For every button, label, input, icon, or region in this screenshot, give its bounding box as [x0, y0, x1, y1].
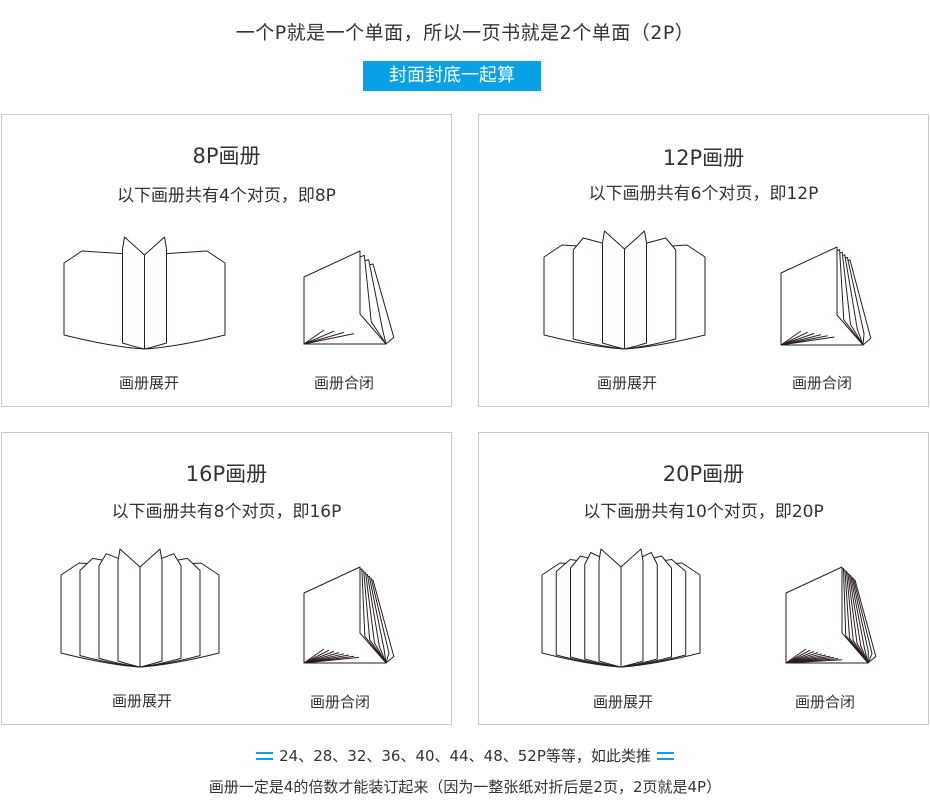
- panel-title: 16P画册: [185, 462, 268, 486]
- page-edge: [780, 336, 835, 346]
- book-page: [624, 230, 647, 350]
- page-edge: [303, 333, 355, 345]
- panel-title: 8P画册: [192, 144, 261, 168]
- closed-book-illustration: [780, 246, 872, 346]
- book-page: [303, 250, 387, 345]
- headline: 一个P就是一个单面，所以一页书就是2个单面（2P）: [235, 22, 695, 44]
- open-book-caption: 画册展开: [596, 374, 657, 392]
- open-book-caption: 画册展开: [111, 692, 172, 710]
- open-book-caption: 画册展开: [592, 693, 653, 711]
- double-dash-icon: [256, 752, 274, 761]
- double-dash-icon: [656, 752, 674, 761]
- panel-subtitle: 以下画册共有6个对页，即12P: [588, 184, 819, 204]
- panel-16p: 16P画册 以下画册共有8个对页，即16P 画册展开 画册合闭: [1, 432, 452, 725]
- open-book-illustration: [60, 548, 220, 668]
- closed-book-caption: 画册合闭: [309, 693, 370, 711]
- book-page: [303, 566, 387, 664]
- book-page: [122, 236, 145, 350]
- panel-subtitle: 以下画册共有8个对页，即16P: [111, 502, 342, 522]
- panel-subtitle: 以下画册共有10个对页，即20P: [583, 502, 824, 522]
- book-page: [785, 566, 869, 664]
- page-edge: [785, 659, 843, 664]
- open-book-illustration: [63, 236, 226, 350]
- page-edge: [780, 331, 808, 346]
- footer-explanation: 画册一定是4的倍数才能装订起来（因为一整张纸对折后是2页，2页就是4P）: [208, 778, 722, 796]
- page-edge: [303, 331, 345, 345]
- page-edge: [780, 330, 802, 346]
- footer-note-text: 24、28、32、36、40、44、48、52P等等，如此类推: [279, 747, 651, 765]
- book-page: [598, 548, 622, 668]
- book-page: [144, 236, 167, 350]
- page-edge: [303, 656, 360, 664]
- book-page: [602, 230, 625, 350]
- page-edge: [303, 648, 325, 664]
- footer-note: 24、28、32、36、40、44、48、52P等等，如此类推: [0, 745, 930, 766]
- closed-book-caption: 画册合闭: [794, 693, 855, 711]
- panel-12p: 12P画册 以下画册共有6个对页，即12P 画册展开 画册合闭: [478, 114, 929, 407]
- closed-book-caption: 画册合闭: [791, 374, 852, 392]
- book-page: [780, 246, 864, 346]
- open-book-illustration: [543, 230, 706, 350]
- book-page: [620, 548, 644, 668]
- closed-book-illustration: [303, 250, 395, 345]
- page-edge: [303, 329, 325, 345]
- closed-book-illustration: [785, 566, 877, 664]
- open-book-illustration: [541, 548, 701, 668]
- panel-title: 12P画册: [662, 146, 745, 170]
- open-book-caption: 画册展开: [118, 374, 179, 392]
- panel-subtitle: 以下画册共有4个对页，即8P: [117, 186, 336, 206]
- closed-book-caption: 画册合闭: [313, 374, 374, 392]
- cover-note-badge: 封面封底一起算: [363, 61, 541, 91]
- panel-title: 20P画册: [662, 462, 745, 486]
- book-page: [139, 548, 163, 668]
- page-edge: [303, 330, 335, 345]
- closed-book-illustration: [303, 566, 395, 664]
- panel-8p: 8P画册 以下画册共有4个对页，即8P 画册展开 画册合闭: [1, 114, 452, 407]
- panel-20p: 20P画册 以下画册共有10个对页，即20P 画册展开 画册合闭: [478, 432, 929, 725]
- book-page: [117, 548, 141, 668]
